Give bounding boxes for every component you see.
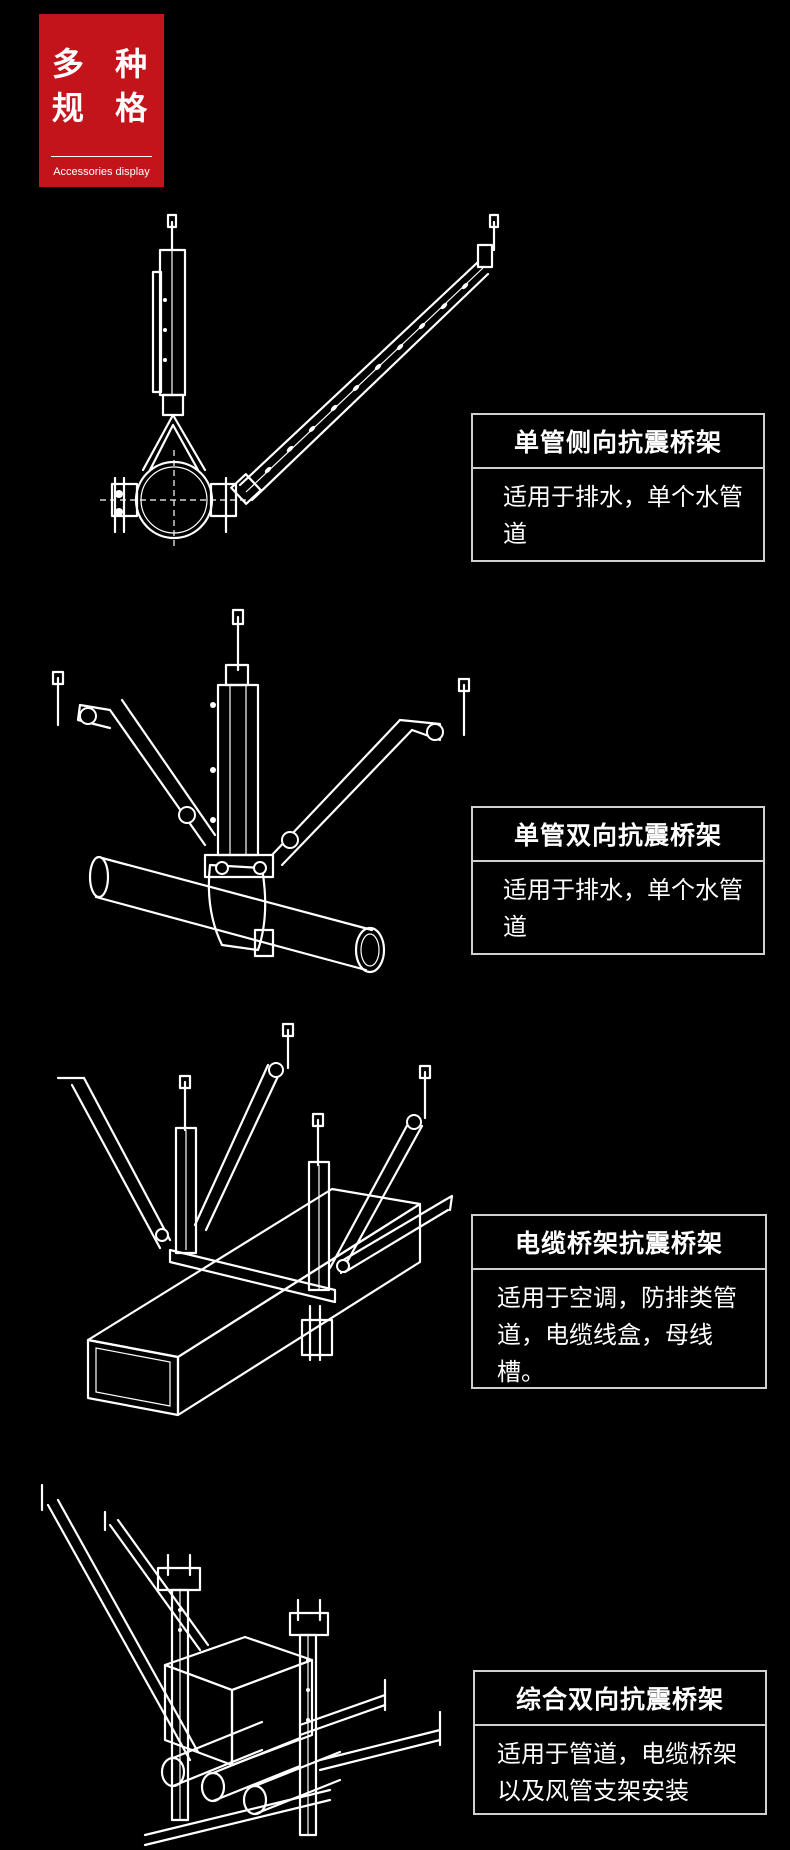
spec-card-4-description: 适用于管道，电缆桥架以及风管支架安装: [497, 1740, 737, 1805]
illustration-comprehensive: [40, 1483, 442, 1847]
spec-card-1: 单管侧向抗震桥架 适用于排水，单个水管道: [471, 413, 765, 562]
spec-card-4: 综合双向抗震桥架 适用于管道，电缆桥架以及风管支架安装: [473, 1670, 767, 1815]
badge-subtitle: Accessories display: [53, 166, 150, 178]
spec-card-2: 单管双向抗震桥架 适用于排水，单个水管道: [471, 806, 765, 955]
illustration-cable-tray: [56, 1022, 454, 1417]
spec-card-3-title: 电缆桥架抗震桥架: [473, 1216, 765, 1270]
header-badge: 多 种 规 格 Accessories display: [39, 14, 164, 187]
spec-card-4-title: 综合双向抗震桥架: [475, 1672, 765, 1726]
badge-divider: [51, 156, 152, 157]
spec-card-2-description: 适用于排水，单个水管道: [503, 876, 743, 941]
spec-card-3: 电缆桥架抗震桥架 适用于空调，防排类管道，电缆线盒，母线槽。: [471, 1214, 767, 1389]
spec-card-1-title: 单管侧向抗震桥架: [473, 415, 763, 469]
spec-card-3-description: 适用于空调，防排类管道，电缆线盒，母线槽。: [497, 1284, 737, 1386]
illustration-lateral-single-pipe: [100, 213, 500, 548]
badge-title-line2: 规 格: [51, 89, 158, 127]
badge-title-line1: 多 种: [51, 45, 158, 83]
spec-card-1-description: 适用于排水，单个水管道: [503, 483, 743, 548]
illustration-bidirectional-single-pipe: [51, 608, 471, 974]
spec-card-2-title: 单管双向抗震桥架: [473, 808, 763, 862]
